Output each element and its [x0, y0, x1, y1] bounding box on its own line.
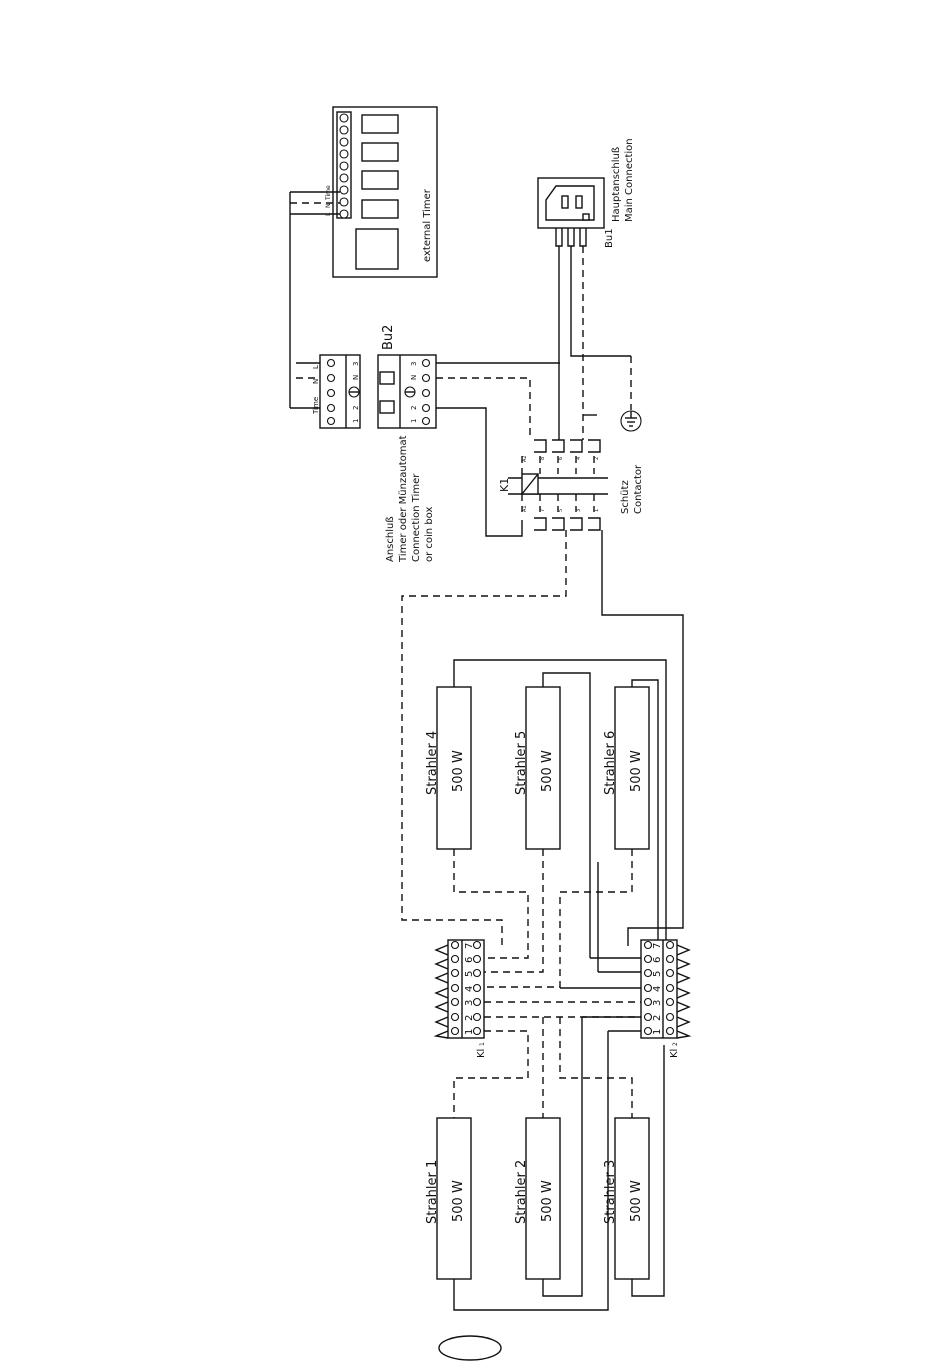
bu1-caption-en: Main Connection: [624, 138, 635, 222]
k1-contact-2: 2: [594, 457, 600, 460]
lamps-top-wiring: [453, 659, 667, 988]
k1-label: K1: [498, 478, 511, 492]
timer-terminal-time: Time: [325, 185, 332, 201]
lamp-2-name: Strahler 2: [514, 1160, 529, 1224]
kl1-num-4: 4: [464, 986, 475, 992]
lamp-2-power: 500 W: [540, 1180, 555, 1222]
lamp-6-power: 500 W: [629, 750, 644, 792]
bu1-caption-de: Hauptanschluß: [611, 147, 622, 222]
timer-connection-caption: Anschluß Timer oder Münzautomat Connecti…: [385, 435, 435, 563]
lamp-4-name: Strahler 4: [425, 731, 440, 795]
kl2-num-7: 7: [652, 943, 663, 949]
kl2-num-6: 6: [652, 957, 663, 963]
timer-terminal-n: N: [325, 204, 332, 209]
timer-connection-line-2: Timer oder Münzautomat: [398, 435, 409, 563]
kl2-num-2: 2: [652, 1015, 663, 1021]
lamp-1-name: Strahler 1: [425, 1160, 440, 1224]
lamp-3-power: 500 W: [629, 1180, 644, 1222]
kl1-sub: 1: [479, 1042, 486, 1046]
kl1-num-2: 2: [464, 1015, 475, 1021]
page-marker: [438, 1335, 502, 1361]
kl1-num-3: 3: [464, 1000, 475, 1006]
lamp-strahler-2: Strahler 2 500 W: [514, 1117, 561, 1280]
k1-contact-3: 3: [576, 509, 582, 512]
timer-label: external Timer: [422, 188, 433, 262]
lamp-4-power: 500 W: [451, 750, 466, 792]
k1-contact-8: 8: [540, 457, 546, 460]
k1-contact-6: 6: [558, 457, 564, 460]
terminal-block-kl2: 7 6 5 4 3 2 1 Kl 2: [640, 939, 692, 1058]
lamp-strahler-6: Strahler 6 500 W: [603, 686, 650, 850]
kl1-num-7: 7: [464, 943, 475, 949]
lamp-strahler-4: Strahler 4 500 W: [425, 686, 472, 850]
timer-connection-line-3: Connection Timer: [411, 473, 422, 562]
lamp-strahler-1: Strahler 1 500 W: [425, 1117, 472, 1280]
terminal-block-kl1: 7 6 5 4 3 2 1 Kl 1: [433, 939, 487, 1058]
k1-caption-de: Schütz: [620, 480, 631, 514]
bu2-wire-l: L: [312, 365, 320, 369]
timer-bu2-wires: [289, 191, 340, 409]
lamp-5-name: Strahler 5: [514, 731, 529, 795]
bu2-label: Bu2: [381, 325, 396, 350]
bu2-k1-wires: [436, 362, 560, 537]
terminal-bridge-wiring: [453, 987, 665, 1311]
lamp-strahler-3: Strahler 3 500 W: [603, 1117, 650, 1280]
k1-contact-4: 4: [576, 457, 582, 460]
bu2-pin-1-right: 1: [410, 419, 418, 423]
k1-output-wires: [401, 530, 684, 946]
k1-contact-1: 1: [594, 509, 600, 512]
external-timer: external Timer Time N L: [325, 106, 438, 278]
kl1-num-6: 6: [464, 957, 475, 963]
timer-connection-line-1: Anschluß: [385, 516, 396, 562]
lamps-top: Strahler 4 500 W Strahler 5 500 W Strahl…: [425, 686, 650, 850]
bu2-pin-3-right: 3: [410, 362, 418, 366]
k1-a1-label: A1: [522, 505, 528, 512]
k1-caption-en: Contactor: [633, 464, 644, 514]
lamp-6-name: Strahler 6: [603, 731, 618, 795]
bu2-wire-n: N: [312, 379, 320, 384]
timer-connection-line-4: or coin box: [424, 507, 435, 562]
kl2-num-3: 3: [652, 1000, 663, 1006]
kl2-num-1: 1: [652, 1029, 663, 1035]
bu2-pin-3-left: 3: [352, 362, 360, 366]
bu2-pin-n-left: N: [352, 375, 360, 380]
kl1-num-5: 5: [464, 971, 475, 977]
bu2-wire-time: Time: [312, 397, 320, 415]
k1-contact-7: 7: [540, 509, 546, 512]
lamp-3-name: Strahler 3: [603, 1160, 618, 1224]
bu2-connector: 1 2 N 3 1 2 N 3 Time N L Bu2: [312, 325, 437, 429]
kl2-num-4: 4: [652, 986, 663, 992]
k1-contact-5: 5: [558, 509, 564, 512]
mains-wires: [558, 246, 642, 460]
bu2-pin-1-left: 1: [352, 419, 360, 423]
lamps-bottom: Strahler 1 500 W Strahler 2 500 W Strahl…: [425, 1117, 650, 1280]
bu2-pin-2-right: 2: [410, 406, 418, 410]
lamp-1-power: 500 W: [451, 1180, 466, 1222]
bu2-pin-2-left: 2: [352, 406, 360, 410]
bu1-label: Bu1: [604, 228, 615, 248]
k1-contactor: A2 A1 8 6 4 2 7 5 3 1 K1 Schütz Contacto…: [498, 439, 644, 531]
lamp-5-power: 500 W: [540, 750, 555, 792]
lamp-strahler-5: Strahler 5 500 W: [514, 686, 561, 850]
kl2-num-5: 5: [652, 971, 663, 977]
kl2-sub: 2: [672, 1042, 679, 1046]
kl2-label: Kl: [669, 1049, 680, 1058]
k1-a2-label: A2: [522, 455, 528, 462]
kl1-num-1: 1: [464, 1029, 475, 1035]
bu2-pin-n-right: N: [410, 375, 418, 380]
kl1-label: Kl: [476, 1049, 487, 1058]
bu1-main-connection: Bu1 Hauptanschluß Main Connection: [537, 138, 635, 248]
